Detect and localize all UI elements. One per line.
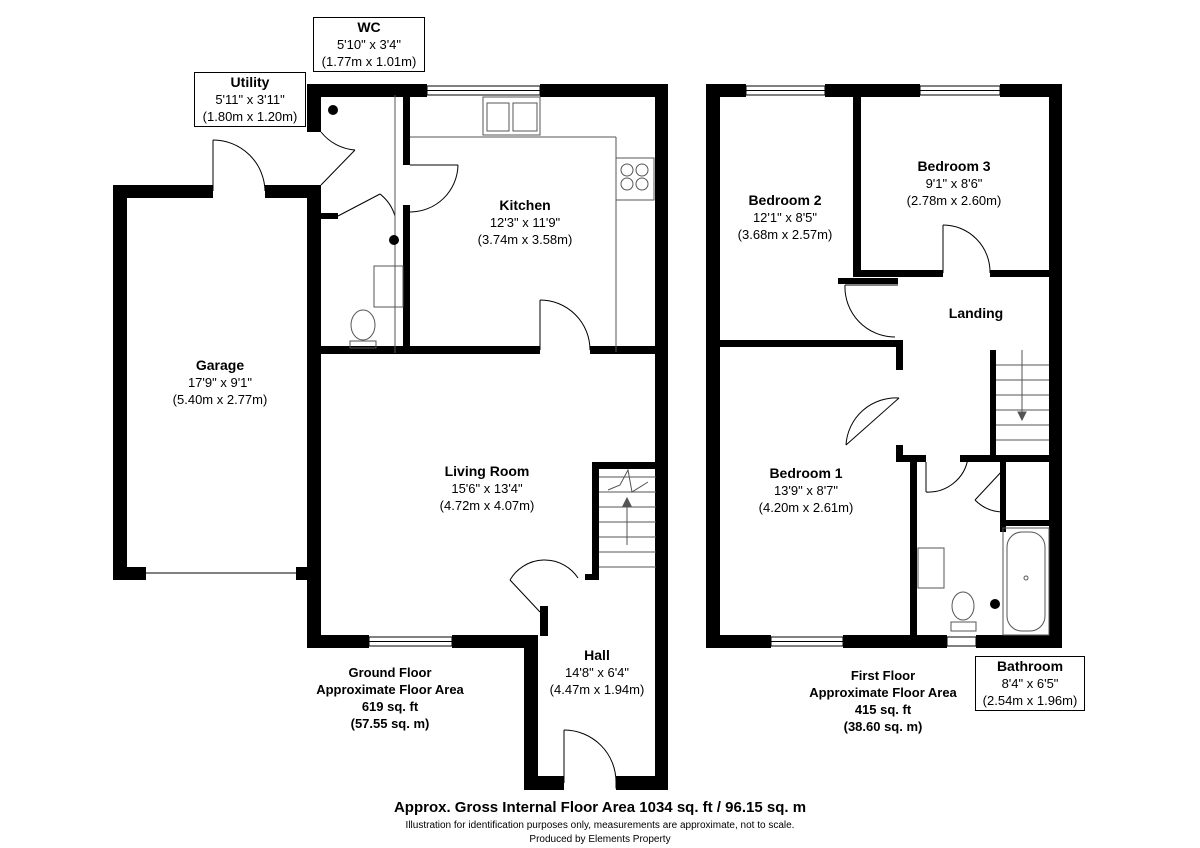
room-imperial: 14'8" x 6'4" (564, 665, 630, 680)
gross-floor-area-title: Approx. Gross Internal Floor Area 1034 s… (393, 799, 807, 816)
disclaimer-note: Illustration for identification purposes… (405, 820, 795, 831)
ground-floor-markers (328, 105, 399, 245)
room-imperial: 17'9" x 9'1" (187, 375, 253, 390)
ground-floor-walls (113, 84, 668, 790)
first-floor-area-label: First Floor Approximate Floor Area 415 s… (793, 667, 973, 735)
room-name: Bedroom 2 (748, 192, 822, 208)
ground-floor-area-label: Ground Floor Approximate Floor Area 619 … (300, 664, 480, 732)
room-label-utility: Utility 5'11" x 3'11" (1.80m x 1.20m) (194, 72, 306, 127)
room-metric: (5.40m x 2.77m) (172, 392, 268, 407)
room-name: Hall (584, 647, 610, 663)
room-imperial: 8'4" x 6'5" (1001, 676, 1059, 691)
room-label-bathroom: Bathroom 8'4" x 6'5" (2.54m x 1.96m) (975, 656, 1085, 711)
room-label-landing: Landing (926, 305, 1026, 322)
room-imperial: 12'1" x 8'5" (752, 210, 818, 225)
floor-name: Ground Floor (348, 665, 432, 680)
first-floor-windows (745, 85, 1001, 647)
floor-area-sqft: 619 sq. ft (361, 699, 419, 714)
room-name: Bedroom 3 (917, 158, 991, 174)
room-name: Bathroom (996, 658, 1064, 674)
floor-name: First Floor (850, 668, 916, 683)
room-label-bedroom-3: Bedroom 3 9'1" x 8'6" (2.78m x 2.60m) (894, 158, 1014, 209)
room-metric: (1.80m x 1.20m) (202, 109, 298, 124)
room-name: WC (357, 19, 381, 35)
room-metric: (4.47m x 1.94m) (549, 682, 645, 697)
room-metric: (3.68m x 2.57m) (737, 227, 833, 242)
room-name: Living Room (444, 463, 530, 479)
room-label-kitchen: Kitchen 12'3" x 11'9" (3.74m x 3.58m) (465, 197, 585, 248)
ground-floor-windows (146, 85, 641, 789)
room-imperial: 9'1" x 8'6" (925, 176, 983, 191)
room-name: Landing (948, 305, 1004, 321)
room-label-living-room: Living Room 15'6" x 13'4" (4.72m x 4.07m… (427, 463, 547, 514)
room-name: Garage (195, 357, 245, 373)
room-imperial: 13'9" x 8'7" (773, 483, 839, 498)
room-metric: (4.20m x 2.61m) (758, 500, 854, 515)
room-imperial: 5'11" x 3'11" (215, 92, 285, 107)
floor-area-caption: Approximate Floor Area (809, 685, 957, 700)
floor-area-caption: Approximate Floor Area (316, 682, 464, 697)
room-label-bedroom-2: Bedroom 2 12'1" x 8'5" (3.68m x 2.57m) (725, 192, 845, 243)
room-imperial: 12'3" x 11'9" (489, 215, 561, 230)
room-label-hall: Hall 14'8" x 6'4" (4.47m x 1.94m) (537, 647, 657, 698)
first-floor-fixtures (917, 350, 1050, 636)
first-floor-doors (844, 224, 1004, 513)
room-name: Kitchen (499, 197, 551, 213)
room-metric: (1.77m x 1.01m) (321, 54, 417, 69)
room-imperial: 15'6" x 13'4" (451, 481, 523, 496)
room-label-wc: WC 5'10" x 3'4" (1.77m x 1.01m) (313, 17, 425, 72)
room-metric: (2.54m x 1.96m) (982, 693, 1078, 708)
room-metric: (2.78m x 2.60m) (906, 193, 1002, 208)
room-name: Utility (230, 74, 270, 90)
producer-credit: Produced by Elements Property (529, 834, 671, 845)
room-name: Bedroom 1 (769, 465, 843, 481)
room-imperial: 5'10" x 3'4" (336, 37, 402, 52)
room-label-bedroom-1: Bedroom 1 13'9" x 8'7" (4.20m x 2.61m) (746, 465, 866, 516)
floor-area-sqm: (57.55 sq. m) (350, 716, 430, 731)
ground-floor-fixtures (349, 95, 656, 568)
first-floor-walls (706, 84, 1062, 648)
first-floor-markers (990, 599, 1000, 609)
floor-area-sqft: 415 sq. ft (854, 702, 912, 717)
floor-area-sqm: (38.60 sq. m) (843, 719, 923, 734)
room-label-garage: Garage 17'9" x 9'1" (5.40m x 2.77m) (160, 357, 280, 408)
room-metric: (3.74m x 3.58m) (477, 232, 573, 247)
room-metric: (4.72m x 4.07m) (439, 498, 535, 513)
